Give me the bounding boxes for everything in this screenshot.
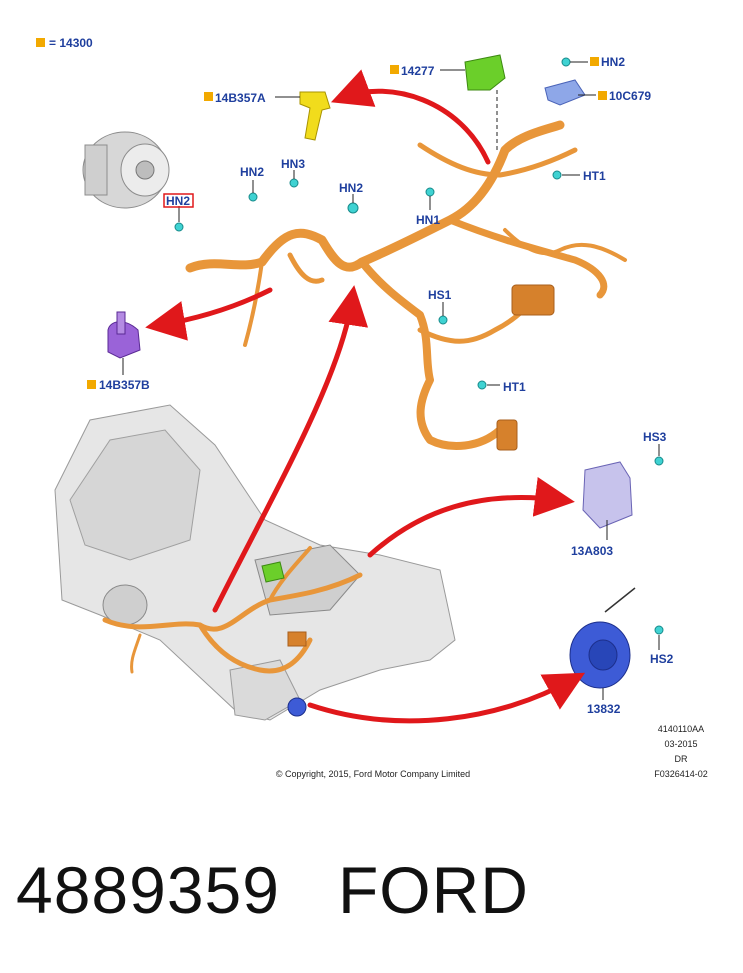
bracket-14B357B (107, 311, 141, 359)
lower-horn (287, 697, 307, 717)
red-arrows (145, 69, 586, 724)
label-HT1-bottom: HT1 (503, 380, 526, 394)
part-caption: 4889359 FORD (16, 852, 529, 928)
upper-wiring-harness (185, 120, 627, 450)
label-HS1: HS1 (428, 288, 452, 302)
module-13A803 (582, 461, 633, 529)
label-HN2-boxed: HN2 (166, 194, 190, 208)
doc-code: DR (675, 754, 688, 764)
label-squares (87, 57, 607, 389)
label-HS2: HS2 (650, 652, 674, 666)
alternator-illustration (82, 131, 170, 209)
connector-end (496, 419, 518, 451)
lower-relay (261, 561, 285, 583)
relay-14277 (464, 54, 506, 91)
label-HN3: HN3 (281, 157, 305, 171)
highlight-box (163, 193, 194, 208)
lower-connector (287, 631, 307, 647)
vehicle-body-illustration (54, 404, 456, 721)
label-10C679: 10C679 (609, 89, 651, 103)
label-14B357A: 14B357A (215, 91, 266, 105)
label-HT1-top: HT1 (583, 169, 606, 183)
label-HS3: HS3 (643, 430, 667, 444)
doc-ref: 4140110AA (658, 724, 704, 734)
brand-name: FORD (337, 853, 529, 927)
label-HN2-center: HN2 (339, 181, 363, 195)
connector-block (511, 284, 555, 316)
label-14B357B: 14B357B (99, 378, 150, 392)
legend-text: = 14300 (49, 36, 93, 50)
lower-wiring-harness (102, 546, 363, 674)
bracket-10C679 (544, 79, 586, 106)
label-HN1: HN1 (416, 213, 440, 227)
horn-13832 (569, 587, 636, 689)
label-HN2-left: HN2 (240, 165, 264, 179)
fastener-icons (174, 57, 664, 635)
label-HN2-top: HN2 (601, 55, 625, 69)
copyright: © Copyright, 2015, Ford Motor Company Li… (276, 769, 470, 779)
legend-square (36, 38, 45, 47)
label-13832: 13832 (587, 702, 621, 716)
label-14277: 14277 (401, 64, 435, 78)
doc-date: 03-2015 (664, 739, 697, 749)
label-13A803: 13A803 (571, 544, 613, 558)
part-number: 4889359 (16, 853, 280, 927)
doc-figure: F0326414-02 (654, 769, 708, 779)
sensor-14B357A (299, 91, 331, 141)
leader-lines (122, 61, 660, 700)
